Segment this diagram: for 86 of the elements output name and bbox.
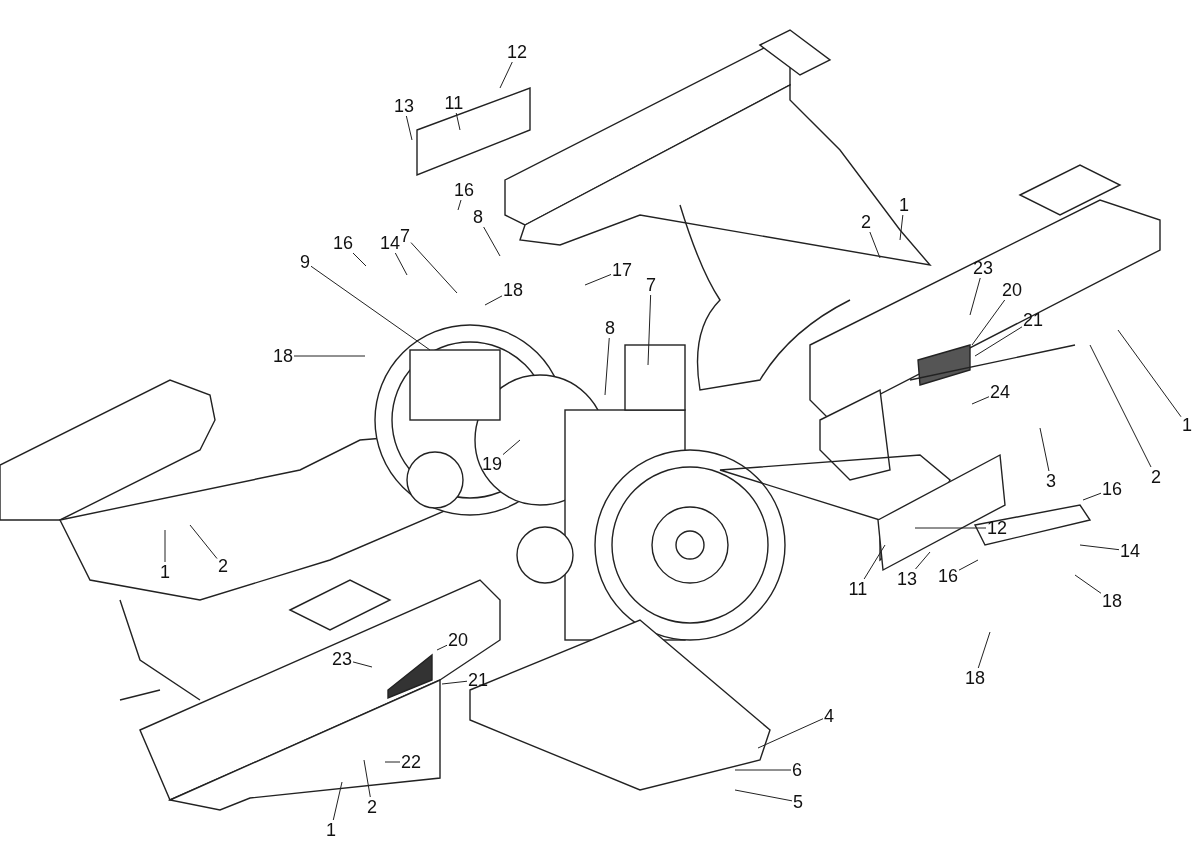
leader-line bbox=[164, 529, 166, 563]
leader-line bbox=[484, 295, 503, 306]
leader-line bbox=[410, 242, 458, 294]
callout-number: 18 bbox=[964, 668, 987, 688]
callout-number: 17 bbox=[611, 260, 634, 280]
callout-number: 20 bbox=[1001, 280, 1024, 300]
callout-number: 3 bbox=[1045, 471, 1057, 491]
leader-line bbox=[647, 294, 652, 366]
callout-number: 21 bbox=[1022, 310, 1045, 330]
leader-line bbox=[499, 61, 513, 89]
callout-number: 1 bbox=[325, 820, 337, 840]
leader-line bbox=[899, 214, 904, 241]
callout-number: 1 bbox=[1181, 415, 1193, 435]
callout-number: 20 bbox=[447, 630, 470, 650]
callout-number: 7 bbox=[645, 275, 657, 295]
leader-line bbox=[394, 252, 408, 276]
callout-number: 9 bbox=[299, 252, 311, 272]
callout-number: 7 bbox=[399, 226, 411, 246]
callout-number: 12 bbox=[986, 518, 1009, 538]
leader-line bbox=[734, 789, 793, 802]
leader-line bbox=[1082, 492, 1102, 501]
callout-number: 16 bbox=[1101, 479, 1124, 499]
callout-number: 21 bbox=[467, 670, 490, 690]
leader-line bbox=[604, 337, 610, 396]
callout-number: 18 bbox=[502, 280, 525, 300]
leader-line bbox=[332, 781, 343, 821]
callout-number: 2 bbox=[860, 212, 872, 232]
leader-line bbox=[1079, 544, 1120, 551]
leader-line bbox=[1089, 344, 1152, 468]
callout-number: 1 bbox=[159, 562, 171, 582]
leader-line bbox=[974, 326, 1023, 357]
callout-number: 11 bbox=[847, 579, 869, 599]
leader-line bbox=[734, 769, 792, 771]
leader-line bbox=[969, 277, 981, 316]
leader-line bbox=[189, 524, 218, 560]
leader-line bbox=[405, 115, 413, 141]
leader-line bbox=[1117, 329, 1182, 418]
leader-line bbox=[863, 544, 886, 580]
callout-number: 14 bbox=[379, 233, 402, 253]
callout-number: 11 bbox=[443, 93, 465, 113]
leader-line bbox=[584, 273, 612, 286]
leader-line bbox=[971, 299, 1006, 346]
callout-number: 2 bbox=[366, 797, 378, 817]
leader-line bbox=[363, 759, 371, 798]
callout-number: 8 bbox=[604, 318, 616, 338]
leader-line bbox=[293, 355, 366, 357]
leader-line bbox=[436, 644, 448, 651]
callout-number: 12 bbox=[506, 42, 529, 62]
callout-number: 14 bbox=[1119, 541, 1142, 561]
callout-number: 19 bbox=[481, 454, 504, 474]
callout-number: 16 bbox=[453, 180, 476, 200]
leader-line bbox=[502, 439, 521, 456]
leader-line bbox=[971, 396, 990, 405]
leader-line bbox=[869, 231, 881, 259]
leader-line bbox=[915, 551, 931, 570]
leader-line bbox=[757, 718, 824, 749]
leader-line bbox=[457, 199, 462, 211]
callout-number: 24 bbox=[989, 382, 1012, 402]
leader-line bbox=[977, 631, 991, 669]
leader-line bbox=[1039, 427, 1050, 472]
callout-number: 18 bbox=[1101, 591, 1124, 611]
callout-number: 18 bbox=[272, 346, 295, 366]
leader-line bbox=[1074, 574, 1102, 594]
leader-line bbox=[310, 265, 431, 351]
callout-number: 8 bbox=[472, 207, 484, 227]
callout-number: 23 bbox=[972, 258, 995, 278]
callout-number: 16 bbox=[332, 233, 355, 253]
leader-line bbox=[455, 112, 461, 131]
leader-line bbox=[352, 252, 367, 267]
callout-number: 6 bbox=[791, 760, 803, 780]
callout-number: 4 bbox=[823, 706, 835, 726]
leader-line bbox=[483, 226, 501, 257]
callout-number: 2 bbox=[1150, 467, 1162, 487]
leader-line bbox=[441, 680, 468, 685]
leader-line bbox=[352, 661, 373, 668]
leader-line bbox=[958, 559, 979, 571]
callout-number: 2 bbox=[217, 556, 229, 576]
callout-number: 13 bbox=[393, 96, 416, 116]
leader-line bbox=[384, 761, 401, 763]
leader-line bbox=[914, 527, 987, 529]
callout-number: 16 bbox=[937, 566, 960, 586]
callout-number: 13 bbox=[896, 569, 919, 589]
callout-number: 22 bbox=[400, 752, 423, 772]
callout-number: 1 bbox=[898, 195, 910, 215]
callout-number: 23 bbox=[331, 649, 354, 669]
callout-number: 5 bbox=[792, 792, 804, 812]
